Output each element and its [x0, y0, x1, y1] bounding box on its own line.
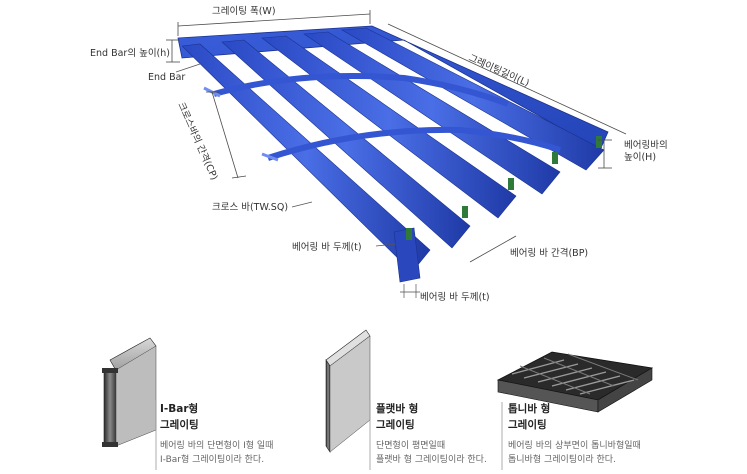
label-bearing-bar-pitch: 베어링 바 간격(BP) — [510, 247, 588, 259]
type-i-bar: I-Bar형 그레이팅 베어링 바의 단면형이 I형 일때 I-Bar형 그레이… — [102, 337, 273, 470]
type-title-2: 그레이팅 — [160, 418, 199, 431]
dimension-lines — [166, 10, 627, 298]
label-bearing-bar-thickness-bottom: 베어링 바 두께(t) — [420, 291, 490, 303]
bearing-bar — [341, 27, 605, 171]
i-bar-icon — [102, 337, 157, 447]
type-flat-bar: 플랫바 형 그레이팅 단면형이 평면일때 플랫바 형 그레이팅이라 한다. — [325, 329, 487, 470]
type-desc-1: 단면형이 평면일때 — [376, 440, 445, 451]
type-desc-2: I-Bar형 그레이팅이라 한다. — [160, 454, 264, 465]
type-serrated-bar: 톱니바 형 그레이팅 베어링 바의 상부면이 톱니바형일때 톱니바형 그레이팅이… — [496, 351, 654, 470]
cross-bar — [267, 126, 561, 161]
type-title-1: I-Bar형 — [160, 402, 198, 415]
type-title-1: 플랫바 형 — [376, 402, 418, 415]
label-cross-bar-pitch: 크로스바의 간격(CP) — [175, 100, 220, 182]
cross-bar — [213, 73, 510, 107]
bearing-bar — [221, 39, 471, 249]
label-cross-bar: 크로스 바(TW.SQ) — [212, 202, 288, 213]
bearing-bar — [181, 43, 431, 273]
type-desc-1: 베어링 바의 단면형이 I형 일때 — [160, 439, 273, 451]
bearing-bar — [261, 35, 517, 219]
bar-end-cap — [508, 178, 514, 190]
label-grating-width: 그레이팅 폭(W) — [212, 6, 276, 17]
serrated-bar-icon — [496, 351, 654, 413]
type-title-1: 톱니바 형 — [508, 402, 550, 415]
type-desc-2: 플랫바 형 그레이팅이라 한다. — [376, 454, 487, 465]
type-desc-1: 베어링 바의 상부면이 톱니바형일때 — [508, 439, 641, 451]
bar-end-cap — [462, 206, 468, 218]
label-bearing-bar-height-1: 베어링바의 — [624, 139, 668, 151]
label-bearing-bar-thickness-top: 베어링 바 두께(t) — [292, 241, 362, 253]
cross-bar — [261, 152, 279, 162]
bar-end-cap — [406, 228, 412, 240]
label-end-bar: End Bar — [148, 72, 185, 83]
bar-end-cap — [552, 152, 558, 164]
label-end-bar-height: End Bar의 높이(h) — [90, 48, 170, 59]
type-title-2: 그레이팅 — [376, 418, 415, 431]
bar-end-cap — [596, 136, 602, 148]
bearing-bar — [303, 31, 561, 195]
type-desc-2: 톱니바형 그레이팅이라 한다. — [508, 454, 616, 465]
type-title-2: 그레이팅 — [508, 418, 547, 431]
grating-body — [177, 25, 609, 283]
flat-bar-icon — [325, 329, 371, 453]
label-bearing-bar-height-2: 높이(H) — [624, 152, 656, 163]
